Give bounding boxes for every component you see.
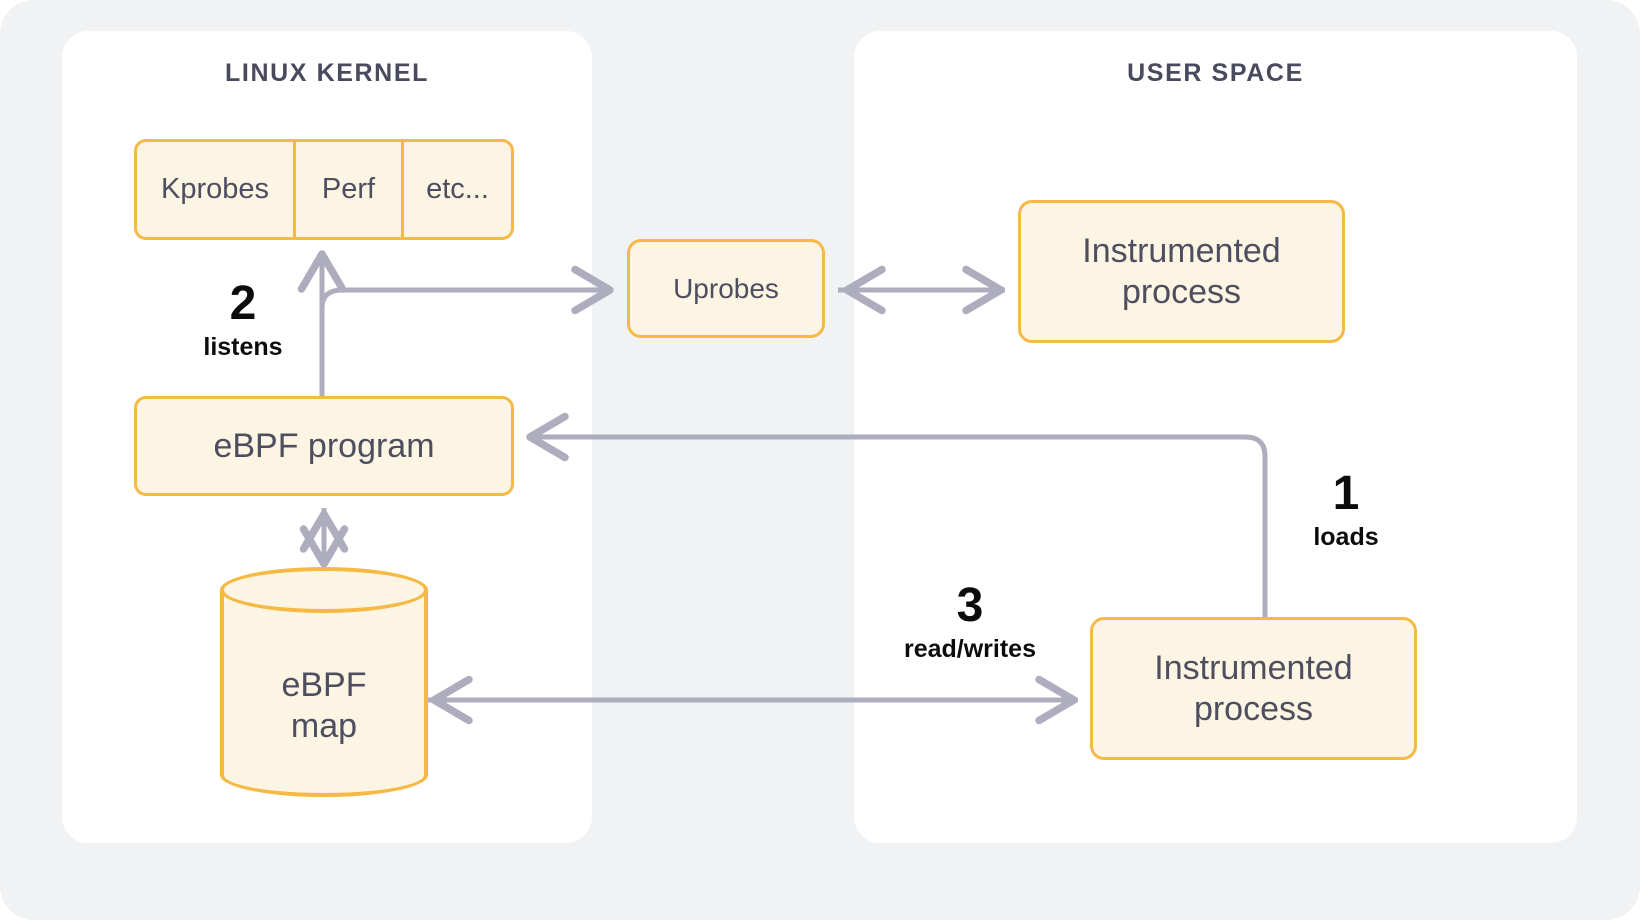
probe-cell-perf-label: Perf (321, 173, 376, 205)
step-annotation-1: 1 loads (1282, 470, 1410, 553)
cylinder-top-icon (220, 567, 428, 613)
step-2-number: 2 (229, 277, 257, 330)
probe-cell-etc-label: etc... (426, 173, 489, 205)
step-2-caption: listens (203, 333, 283, 361)
node-ebpf-program-label: eBPF program (213, 426, 435, 465)
probe-cell-perf[interactable]: Perf (293, 142, 401, 237)
step-annotation-2: 2 listens (178, 280, 308, 363)
step-3-caption: read/writes (903, 635, 1036, 663)
probe-cell-etc[interactable]: etc... (401, 142, 511, 237)
panel-title-linux-kernel: LINUX KERNEL (225, 59, 429, 87)
node-instrumented-process-top[interactable]: Instrumented process (1018, 200, 1345, 343)
step-1-number: 1 (1332, 467, 1360, 520)
node-instrumented-process-bottom-label: Instrumented process (1154, 648, 1352, 728)
probe-strip: Kprobes Perf etc... (134, 139, 514, 240)
probe-cell-kprobes-label: Kprobes (160, 173, 269, 205)
node-instrumented-process-bottom-line1: Instrumented (1154, 649, 1353, 688)
step-1-caption: loads (1313, 523, 1379, 551)
panel-title-user-space: USER SPACE (1127, 59, 1304, 87)
cylinder-body-icon (220, 589, 428, 797)
connector-process-bottom-to-program (526, 412, 1268, 617)
node-ebpf-program[interactable]: eBPF program (134, 396, 514, 496)
node-instrumented-process-bottom-line2: process (1193, 689, 1314, 728)
connector-program-to-uprobes (319, 265, 614, 380)
node-instrumented-process-top-label: Instrumented process (1082, 231, 1280, 311)
node-instrumented-process-top-line2: process (1121, 272, 1242, 311)
node-ebpf-map-label: eBPF map (220, 615, 428, 797)
node-ebpf-map-line1: eBPF (281, 665, 367, 704)
node-uprobes-label: Uprobes (673, 272, 779, 304)
step-3-number: 3 (956, 579, 984, 632)
step-annotation-3: 3 read/writes (872, 582, 1068, 665)
node-instrumented-process-bottom[interactable]: Instrumented process (1090, 617, 1417, 760)
probe-cell-kprobes[interactable]: Kprobes (137, 142, 293, 237)
node-uprobes[interactable]: Uprobes (627, 239, 825, 338)
node-instrumented-process-top-line1: Instrumented (1082, 232, 1281, 271)
node-ebpf-map[interactable]: eBPF map (220, 567, 428, 797)
node-ebpf-map-line2: map (290, 707, 358, 745)
